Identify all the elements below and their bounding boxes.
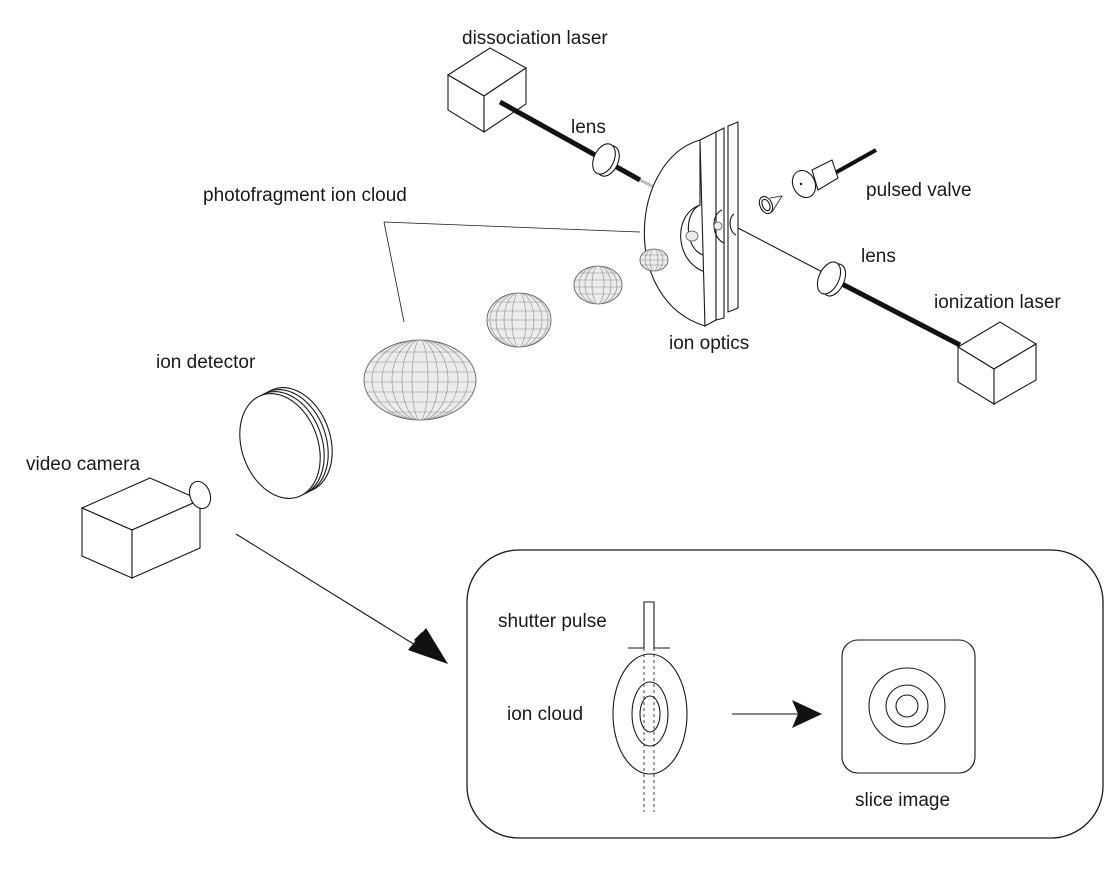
label-video-camera: video camera — [26, 454, 140, 475]
ion-cloud-side-view — [612, 653, 688, 775]
label-dissociation-laser: dissociation laser — [462, 28, 608, 49]
shutter-pulse-waveform — [628, 601, 670, 649]
ionization-laser-beam — [840, 281, 962, 348]
label-ion-detector: ion detector — [156, 352, 256, 373]
slice-image — [841, 639, 976, 774]
slice-arrow — [732, 700, 822, 728]
label-photofragment-ion-cloud: photofragment ion cloud — [203, 185, 407, 206]
ion-detector — [239, 387, 333, 499]
video-camera — [80, 477, 212, 579]
ionization-laser-cube — [956, 321, 1038, 405]
lens-top — [592, 143, 620, 177]
label-lens-right: lens — [861, 246, 896, 267]
inset-panel — [466, 549, 1104, 839]
dissociation-laser-beam — [498, 99, 642, 183]
ion-cloud-sphere-1 — [639, 248, 669, 272]
label-shutter-pulse: shutter pulse — [498, 611, 607, 632]
label-slice-image: slice image — [855, 790, 950, 811]
photofragment-leader-lines — [383, 221, 641, 323]
label-ion-cloud: ion cloud — [507, 704, 583, 725]
ion-cloud-sphere-2 — [573, 265, 623, 305]
ion-optics-plates — [643, 121, 739, 327]
label-ion-optics: ion optics — [669, 333, 749, 354]
pulsed-valve — [758, 148, 877, 215]
lens-right — [816, 261, 847, 297]
ionization-laser-beam-thin — [737, 227, 831, 277]
label-ionization-laser: ionization laser — [934, 292, 1061, 313]
dissociation-laser-cube — [446, 47, 528, 134]
ion-cloud-sphere-4 — [363, 339, 477, 421]
label-pulsed-valve: pulsed valve — [866, 180, 972, 201]
label-lens-top: lens — [571, 117, 606, 138]
camera-to-inset-arrow — [235, 533, 448, 664]
ion-cloud-sphere-3 — [486, 292, 552, 348]
